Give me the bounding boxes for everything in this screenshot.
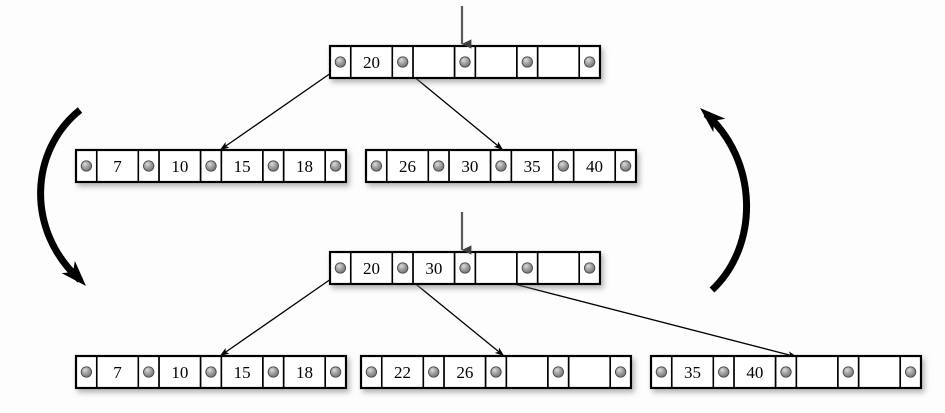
edge-root-after-to-leaf-1 (219, 271, 342, 357)
key-value: 20 (363, 53, 380, 72)
key-value: 26 (399, 157, 416, 176)
key-value: 18 (296, 157, 313, 176)
key-value: 15 (234, 157, 251, 176)
key-value: 18 (296, 363, 313, 382)
pointer-dot-icon (490, 366, 502, 378)
pointer-dot-icon (370, 160, 383, 172)
key-value: 20 (363, 259, 380, 278)
key-value: 15 (234, 363, 251, 382)
pointer-dot-icon (904, 366, 917, 378)
key-value: 10 (171, 157, 188, 176)
key-cell (536, 45, 581, 79)
pointer-dot-icon (459, 262, 471, 274)
key-value: 26 (456, 363, 473, 382)
pointer-dot-icon (205, 160, 217, 172)
key-value: 7 (113, 363, 122, 382)
pointer-dot-icon (397, 262, 409, 274)
pointer-dot-icon (267, 160, 279, 172)
pointer-dot-icon (557, 160, 569, 172)
node-outline (359, 354, 633, 390)
flow-arrow-right-up (700, 108, 751, 293)
pointer-dot-icon (655, 366, 668, 378)
pointer-dot-icon (428, 366, 440, 378)
key-value: 30 (461, 157, 478, 176)
root-node-before: 20 (328, 44, 602, 80)
flow-arrow-head-icon (61, 260, 86, 286)
key-value: 35 (524, 157, 541, 176)
key-cell (220, 149, 264, 183)
node-outline (364, 148, 638, 184)
pointer-dot-icon (80, 366, 93, 378)
pointer-dot-icon (459, 56, 471, 68)
flow-arrow-shaft (37, 107, 83, 283)
key-value: 7 (113, 157, 122, 176)
pointer-dot-icon (780, 366, 792, 378)
key-value: 22 (394, 363, 411, 382)
key-value: 10 (171, 363, 188, 382)
key-cell (380, 355, 425, 389)
edge-root-after-to-leaf-2 (400, 271, 505, 357)
key-value: 40 (586, 157, 603, 176)
leaf-node-before-2: 26 30 35 40 (364, 148, 638, 184)
key-cell (536, 251, 581, 285)
pointer-dot-icon (143, 160, 155, 172)
node-outline (649, 354, 923, 390)
key-cell (795, 355, 839, 389)
key-cell (412, 45, 456, 79)
flow-arrow-shaft (703, 111, 751, 293)
pointer-dot-icon (842, 366, 854, 378)
pointer-dot-icon (397, 56, 409, 68)
node-outline (74, 148, 348, 184)
pointer-dot-icon (718, 366, 730, 378)
pointer-dot-icon (583, 56, 596, 68)
node-outline (74, 354, 348, 390)
pointer-dot-icon (334, 262, 347, 274)
pointer-dot-icon (521, 262, 533, 274)
pointer-dot-icon (205, 366, 217, 378)
flow-arrow-left-down (37, 107, 86, 286)
leaf-node-before-1: 7 10 15 18 (74, 148, 348, 184)
pointer-dot-icon (329, 160, 342, 172)
key-cell (474, 251, 518, 285)
pointer-dot-icon (614, 366, 627, 378)
key-value: 30 (425, 259, 442, 278)
leaf-node-after-1: 7 10 15 18 (74, 354, 348, 390)
key-cell (349, 251, 394, 285)
pointer-dot-icon (433, 160, 445, 172)
pointer-dot-icon (365, 366, 378, 378)
pointer-dot-icon (329, 366, 342, 378)
key-value: 35 (684, 363, 701, 382)
key-cell (567, 355, 612, 389)
pointer-dot-icon (552, 366, 564, 378)
key-cell (158, 149, 202, 183)
flow-arrow-head-icon (700, 108, 726, 133)
leaf-node-after-2: 22 26 (359, 354, 633, 390)
edge-root-to-leaf-2 (400, 65, 504, 151)
key-cell (857, 355, 902, 389)
key-value: 40 (746, 363, 763, 382)
pointer-dot-icon (583, 262, 596, 274)
key-cell (505, 355, 549, 389)
pointer-dot-icon (267, 366, 279, 378)
leaf-node-after-3: 35 40 (649, 354, 923, 390)
key-cell (474, 45, 518, 79)
pointer-dot-icon (495, 160, 507, 172)
flow-arrows-layer (37, 107, 751, 293)
edge-root-to-leaf-1 (219, 65, 342, 151)
pointer-dot-icon (334, 56, 347, 68)
pointer-dot-icon (619, 160, 632, 172)
pointer-dot-icon (80, 160, 93, 172)
pointer-dot-icon (143, 366, 155, 378)
pointer-dot-icon (521, 56, 533, 68)
